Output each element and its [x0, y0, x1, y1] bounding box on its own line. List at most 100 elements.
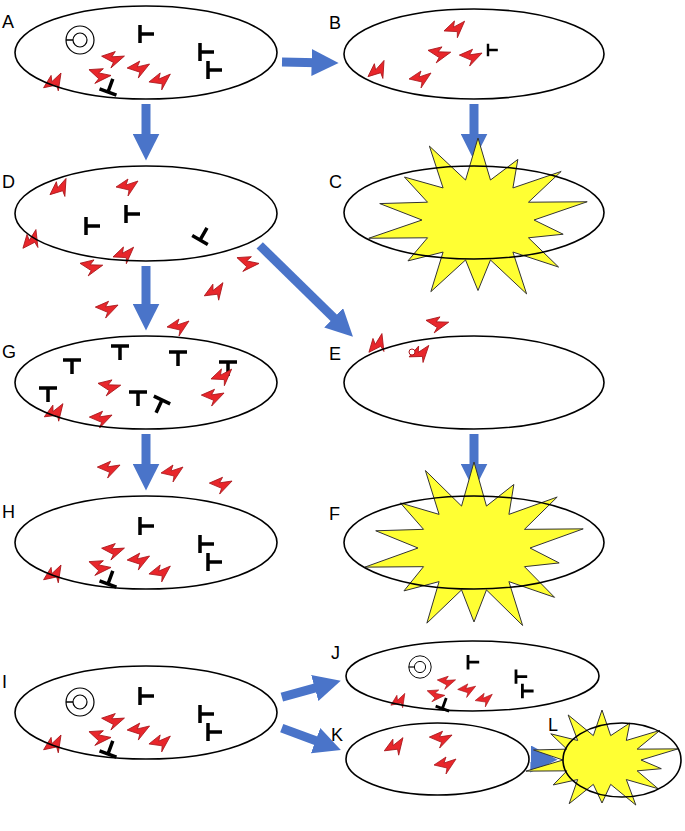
cell-node: I: [14, 665, 278, 760]
panel-letter: D: [2, 173, 15, 191]
plasmid: [66, 688, 94, 716]
panel-letter: G: [2, 343, 16, 361]
panel-letter: C: [329, 173, 342, 191]
toxin-bolt: [126, 60, 149, 79]
antitoxin-tee: [468, 655, 479, 669]
antitoxin-tee: [522, 684, 533, 698]
toxin-bolt: [126, 722, 149, 741]
antitoxin-tee: [126, 205, 140, 223]
toxin-bolt: [77, 256, 103, 279]
toxin-bolt: [167, 319, 189, 336]
toxin-bolt: [434, 757, 456, 774]
antitoxin-tee: [436, 696, 453, 711]
toxin-bolt: [40, 71, 67, 96]
cell-outline: [343, 165, 605, 260]
toxin-bolt: [210, 367, 235, 388]
cell-contents: [40, 25, 222, 96]
block-arrow: [142, 266, 151, 309]
toxin-bolt: [161, 465, 183, 482]
antitoxin-tee: [200, 43, 214, 61]
panel-letter: I: [2, 673, 7, 691]
cell-ellipse: [15, 496, 277, 589]
cell-ellipse: [15, 666, 277, 759]
cell-ellipse: [15, 336, 277, 429]
antitoxin-tee: [148, 396, 170, 416]
block-arrow: [142, 104, 151, 139]
toxin-bolt: [409, 71, 431, 88]
toxin-bolt: [126, 552, 149, 571]
cell-node: H: [14, 495, 278, 590]
cell-node: B: [343, 8, 605, 100]
cell-ellipse: [344, 496, 604, 589]
toxin-bolt: [94, 299, 119, 320]
block-arrow: [282, 687, 320, 698]
toxin-bolt: [99, 710, 125, 732]
antitoxin-tee: [111, 346, 129, 360]
cell-outline: [14, 165, 278, 262]
toxin-bolt: [423, 313, 449, 336]
pore: [409, 349, 415, 355]
cell-outline: [14, 665, 278, 760]
toxin-bolt: [200, 387, 225, 408]
antitoxin-tee: [192, 223, 215, 244]
cell-ellipse: [15, 6, 277, 99]
cell-outline: [14, 495, 278, 590]
antitoxin-tee: [200, 535, 214, 553]
cell-ellipse: [344, 166, 604, 259]
antitoxin-tee: [100, 76, 122, 95]
cell-node: J: [345, 640, 600, 712]
toxin-bolt: [425, 43, 451, 66]
block-arrow: [260, 245, 338, 321]
cell-node: A: [14, 5, 278, 100]
toxin-bolt: [99, 540, 125, 562]
toxin-bolt: [95, 376, 121, 399]
cell-node: L: [562, 722, 682, 798]
lysis-burst: [365, 462, 583, 625]
cell-node: K: [345, 722, 530, 796]
toxin-bolt: [458, 47, 483, 68]
cell-contents: [388, 655, 533, 712]
antitoxin-tee: [63, 360, 81, 374]
panel-letter: L: [548, 716, 558, 734]
cell-outline: [14, 335, 278, 430]
cell-outline: [345, 722, 530, 796]
cell-outline: [343, 495, 605, 590]
antitoxin-tee: [208, 61, 222, 79]
toxin-bolt: [202, 281, 228, 304]
cell-node: D: [14, 165, 278, 262]
cell-outline: [562, 722, 682, 798]
cell-ellipse: [346, 723, 529, 795]
toxin-bolt: [443, 19, 468, 40]
plasmid: [409, 656, 431, 678]
antitoxin-tee: [140, 517, 154, 535]
toxin-bolt: [84, 725, 112, 751]
block-arrow: [534, 755, 536, 764]
toxin-bolt: [99, 48, 125, 70]
panel-letter: H: [2, 503, 15, 521]
toxin-bolt: [457, 683, 476, 698]
cell-ellipse: [344, 9, 604, 99]
toxin-bolt: [208, 475, 233, 496]
antitoxin-tee: [516, 669, 527, 683]
toxin-bolt: [388, 692, 410, 712]
toxin-bolt: [407, 343, 433, 365]
toxin-bolt: [475, 693, 494, 708]
toxin-bolt: [116, 179, 138, 196]
cell-outline: [14, 5, 278, 100]
cell-node: G: [14, 335, 278, 430]
antitoxin-tee: [39, 388, 57, 402]
panel-letter: A: [2, 13, 14, 31]
antitoxin-tee: [208, 723, 222, 741]
antitoxin-tee: [129, 392, 147, 406]
panel-letter: J: [331, 644, 340, 662]
toxin-bolt: [435, 674, 456, 692]
cell-ellipse: [344, 336, 604, 429]
block-arrow: [282, 728, 321, 742]
antitoxin-tee: [200, 705, 214, 723]
cell-node: C: [343, 165, 605, 260]
antitoxin-tee: [169, 352, 187, 366]
toxin-bolt: [84, 555, 112, 581]
cell-contents: [40, 517, 222, 588]
